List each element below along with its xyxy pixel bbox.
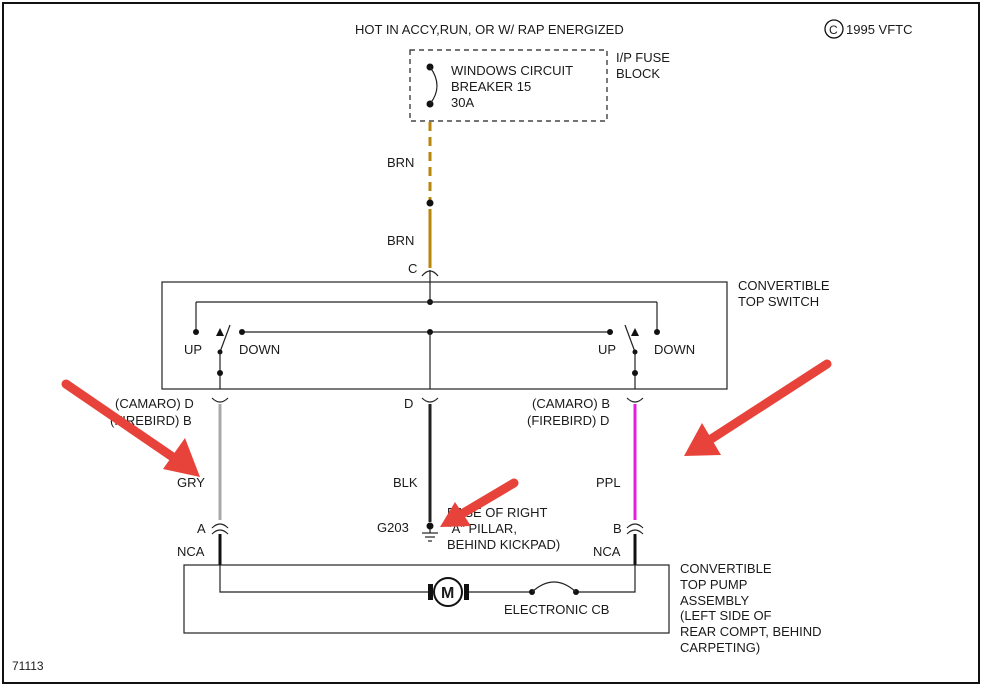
brn-label-upper: BRN: [387, 155, 414, 170]
arrow-right-head: [684, 423, 721, 456]
right-down-label: DOWN: [654, 342, 695, 357]
connector-b-lower-icon: [626, 529, 644, 535]
pump-internal-circuit: [219, 565, 636, 593]
pump-name-6: CARPETING): [680, 640, 760, 655]
pump-name-2: TOP PUMP: [680, 577, 747, 592]
switch-name-2: TOP SWITCH: [738, 294, 819, 309]
right-up-contact: [607, 329, 613, 335]
arrow-center-head: [440, 502, 471, 527]
pump-name-1: CONVERTIBLE: [680, 561, 772, 576]
blk-label: BLK: [393, 475, 418, 490]
motor-symbol: M: [441, 585, 454, 602]
center-terminal-d-label: D: [404, 396, 413, 411]
right-switch-output-node: [632, 370, 638, 376]
figure-number: 71113: [12, 659, 44, 673]
ground-splice-dot: [426, 522, 434, 530]
splice-dot: [426, 199, 434, 207]
left-up-contact: [193, 329, 199, 335]
right-switch-blade: [624, 324, 636, 353]
power-note: HOT IN ACCY,RUN, OR W/ RAP ENERGIZED: [355, 22, 624, 37]
right-camaro-label: (CAMARO) B: [532, 396, 610, 411]
terminal-c-label: C: [408, 261, 417, 276]
annotation-arrows: [61, 359, 832, 527]
breaker-label-2: BREAKER 15: [451, 79, 531, 94]
copyright-text: 1995 VFTC: [846, 22, 912, 37]
nca-right-label: NCA: [593, 544, 621, 559]
motor-left-cap: [428, 584, 433, 600]
ground-id-label: G203: [377, 520, 409, 535]
pump-name-5: REAR COMPT, BEHIND: [680, 624, 822, 639]
electronic-cb-label: ELECTRONIC CB: [504, 602, 609, 617]
connector-b-upper-icon: [626, 523, 644, 529]
connector-a-label: A: [197, 521, 206, 536]
fuse-block-name-2: BLOCK: [616, 66, 660, 81]
connector-a-upper-icon: [211, 523, 229, 529]
left-switch-arrow-icon: [216, 328, 224, 336]
connector-b-label: B: [613, 521, 622, 536]
right-up-label: UP: [598, 342, 616, 357]
circuit-breaker-icon: [429, 66, 438, 105]
connector-right-switch-icon: [626, 397, 644, 403]
pump-assembly-box: [183, 564, 670, 634]
left-switch-output-node: [217, 370, 223, 376]
copyright-circle: [824, 19, 844, 39]
copyright-symbol: C: [829, 23, 838, 37]
ground-location-3: BEHIND KICKPAD): [447, 537, 560, 552]
connector-a-lower-icon: [211, 529, 229, 535]
nca-left-label: NCA: [177, 544, 205, 559]
arrow-right-shaft: [700, 359, 832, 448]
breaker-rating: 30A: [451, 95, 474, 110]
arrow-left-head: [163, 438, 200, 477]
fuse-block-name-1: I/P FUSE: [616, 50, 670, 65]
switch-name-1: CONVERTIBLE: [738, 278, 830, 293]
left-camaro-label: (CAMARO) D: [115, 396, 194, 411]
right-firebird-label: (FIREBIRD) D: [527, 413, 609, 428]
motor-right-cap: [464, 584, 469, 600]
left-switch-blade: [219, 324, 231, 353]
breaker-label-1: WINDOWS CIRCUIT: [451, 63, 573, 78]
pump-name-4: (LEFT SIDE OF: [680, 608, 772, 623]
motor-icon: [433, 577, 463, 607]
connector-left-switch-icon: [211, 397, 229, 403]
arrow-center-shaft: [455, 478, 519, 520]
right-down-contact: [654, 329, 660, 335]
right-switch-arrow-icon: [631, 328, 639, 336]
connector-center-switch-icon: [421, 397, 439, 403]
left-down-contact: [239, 329, 245, 335]
left-up-label: UP: [184, 342, 202, 357]
left-down-label: DOWN: [239, 342, 280, 357]
brn-label-lower: BRN: [387, 233, 414, 248]
arrow-left-shaft: [61, 379, 185, 467]
ppl-label: PPL: [596, 475, 621, 490]
pump-name-3: ASSEMBLY: [680, 593, 749, 608]
gry-label: GRY: [177, 475, 205, 490]
electronic-cb-icon: [531, 581, 577, 593]
convertible-top-switch-box: [161, 281, 728, 390]
